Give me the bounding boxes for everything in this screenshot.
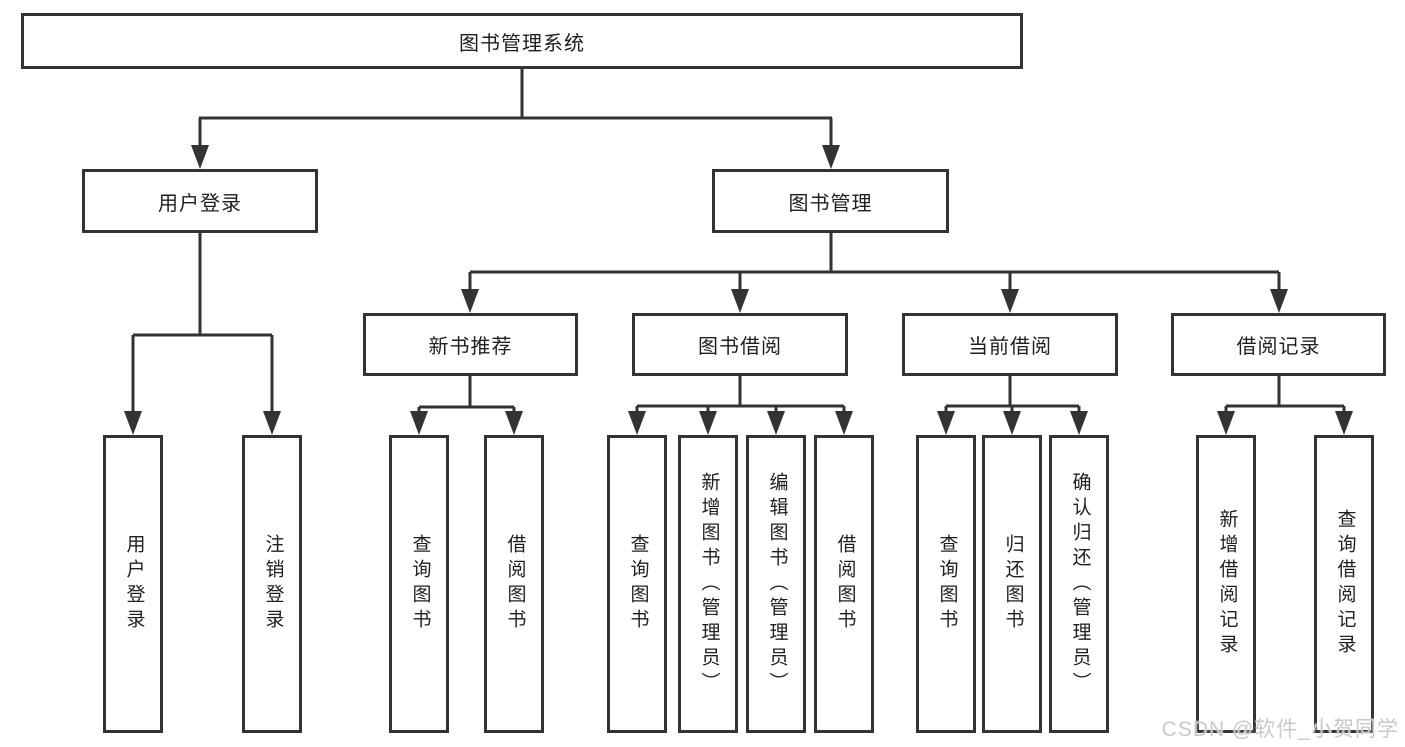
leaf-add-book-admin: 新增图书（管理员） bbox=[678, 435, 738, 733]
node-root: 图书管理系统 bbox=[21, 13, 1023, 69]
leaf-query-borrow-record: 查询借阅记录 bbox=[1314, 435, 1374, 733]
leaf-borrow-books-recommend: 借阅图书 bbox=[484, 435, 544, 733]
csdn-watermark: CSDN @软件_小贺同学 bbox=[1161, 718, 1399, 741]
leaf-edit-book-admin: 编辑图书（管理员） bbox=[746, 435, 806, 733]
leaf-query-books-current: 查询图书 bbox=[916, 435, 976, 733]
leaf-add-borrow-record: 新增借阅记录 bbox=[1196, 435, 1256, 733]
leaf-logout-login: 注销登录 bbox=[242, 435, 302, 733]
node-borrowing-records: 借阅记录 bbox=[1171, 313, 1386, 376]
leaf-confirm-return-admin: 确认归还（管理员） bbox=[1049, 435, 1109, 733]
node-book-borrowing: 图书借阅 bbox=[632, 313, 848, 376]
leaf-query-books-borrow: 查询图书 bbox=[607, 435, 667, 733]
leaf-query-books-recommend: 查询图书 bbox=[389, 435, 449, 733]
connector-strokes bbox=[131, 69, 1346, 412]
node-book-management: 图书管理 bbox=[712, 169, 949, 233]
leaf-borrow-books-borrow: 借阅图书 bbox=[814, 435, 874, 733]
arrowheads bbox=[124, 145, 1353, 435]
leaf-return-books: 归还图书 bbox=[982, 435, 1042, 733]
node-current-borrowing: 当前借阅 bbox=[902, 313, 1118, 376]
node-new-book-recommendation: 新书推荐 bbox=[363, 313, 578, 376]
node-user-login: 用户登录 bbox=[82, 169, 318, 233]
leaf-user-login: 用户登录 bbox=[103, 435, 163, 733]
